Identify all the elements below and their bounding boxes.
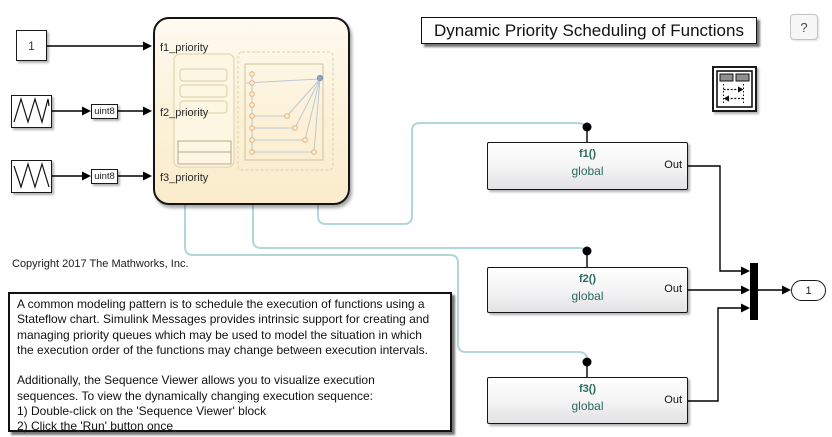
triangle-wave-icon: [13, 96, 50, 125]
datatype-convert-block-1[interactable]: uint8: [91, 104, 118, 119]
constant-block[interactable]: 1: [16, 30, 47, 61]
datatype-label: uint8: [94, 171, 115, 182]
datatype-convert-block-2[interactable]: uint8: [91, 169, 118, 184]
copyright-text: Copyright 2017 The Mathworks, Inc.: [12, 258, 189, 270]
outport-block[interactable]: 1: [791, 280, 826, 301]
outport-label: Out: [664, 394, 682, 406]
function-scope: global: [571, 164, 604, 178]
function-name: f1(): [578, 148, 597, 160]
help-button-label: ?: [800, 19, 808, 35]
signal-generator-block-2[interactable]: [11, 160, 52, 193]
function-name: f2(): [578, 273, 597, 285]
datatype-label: uint8: [94, 106, 115, 117]
inverted-triangle-wave-icon: [13, 161, 50, 190]
function-scope: global: [571, 399, 604, 413]
help-button[interactable]: ?: [790, 14, 818, 40]
sequence-viewer-icon: [716, 70, 753, 108]
chart-preview-graphic: [173, 51, 334, 171]
outport-label: Out: [664, 159, 682, 171]
chart-inport-f1-priority: f1_priority: [160, 42, 209, 54]
mux-block[interactable]: [750, 263, 758, 320]
function-block-f2[interactable]: f2() global Out: [487, 267, 688, 313]
constant-value: 1: [28, 38, 35, 53]
model-title-text: Dynamic Priority Scheduling of Functions: [434, 20, 744, 40]
sequence-viewer-block[interactable]: [712, 66, 757, 112]
function-scope: global: [571, 289, 604, 303]
outport-label: Out: [664, 283, 682, 295]
chart-inport-f3-priority: f3_priority: [160, 172, 209, 184]
function-block-f3[interactable]: f3() global Out: [487, 377, 688, 424]
function-name: f3(): [578, 383, 597, 395]
outport-number: 1: [805, 284, 812, 297]
stateflow-chart-block[interactable]: f1_priority f2_priority f3_priority: [153, 17, 350, 205]
chart-inport-f2-priority: f2_priority: [160, 107, 209, 119]
function-block-f1[interactable]: f1() global Out: [487, 142, 688, 190]
model-description: A common modeling pattern is to schedule…: [8, 292, 452, 433]
signal-generator-block-1[interactable]: [11, 95, 52, 128]
trigger-junction-dots: [582, 122, 592, 367]
wire-arrowheads: [82, 41, 791, 313]
model-title: Dynamic Priority Scheduling of Functions: [421, 17, 757, 44]
